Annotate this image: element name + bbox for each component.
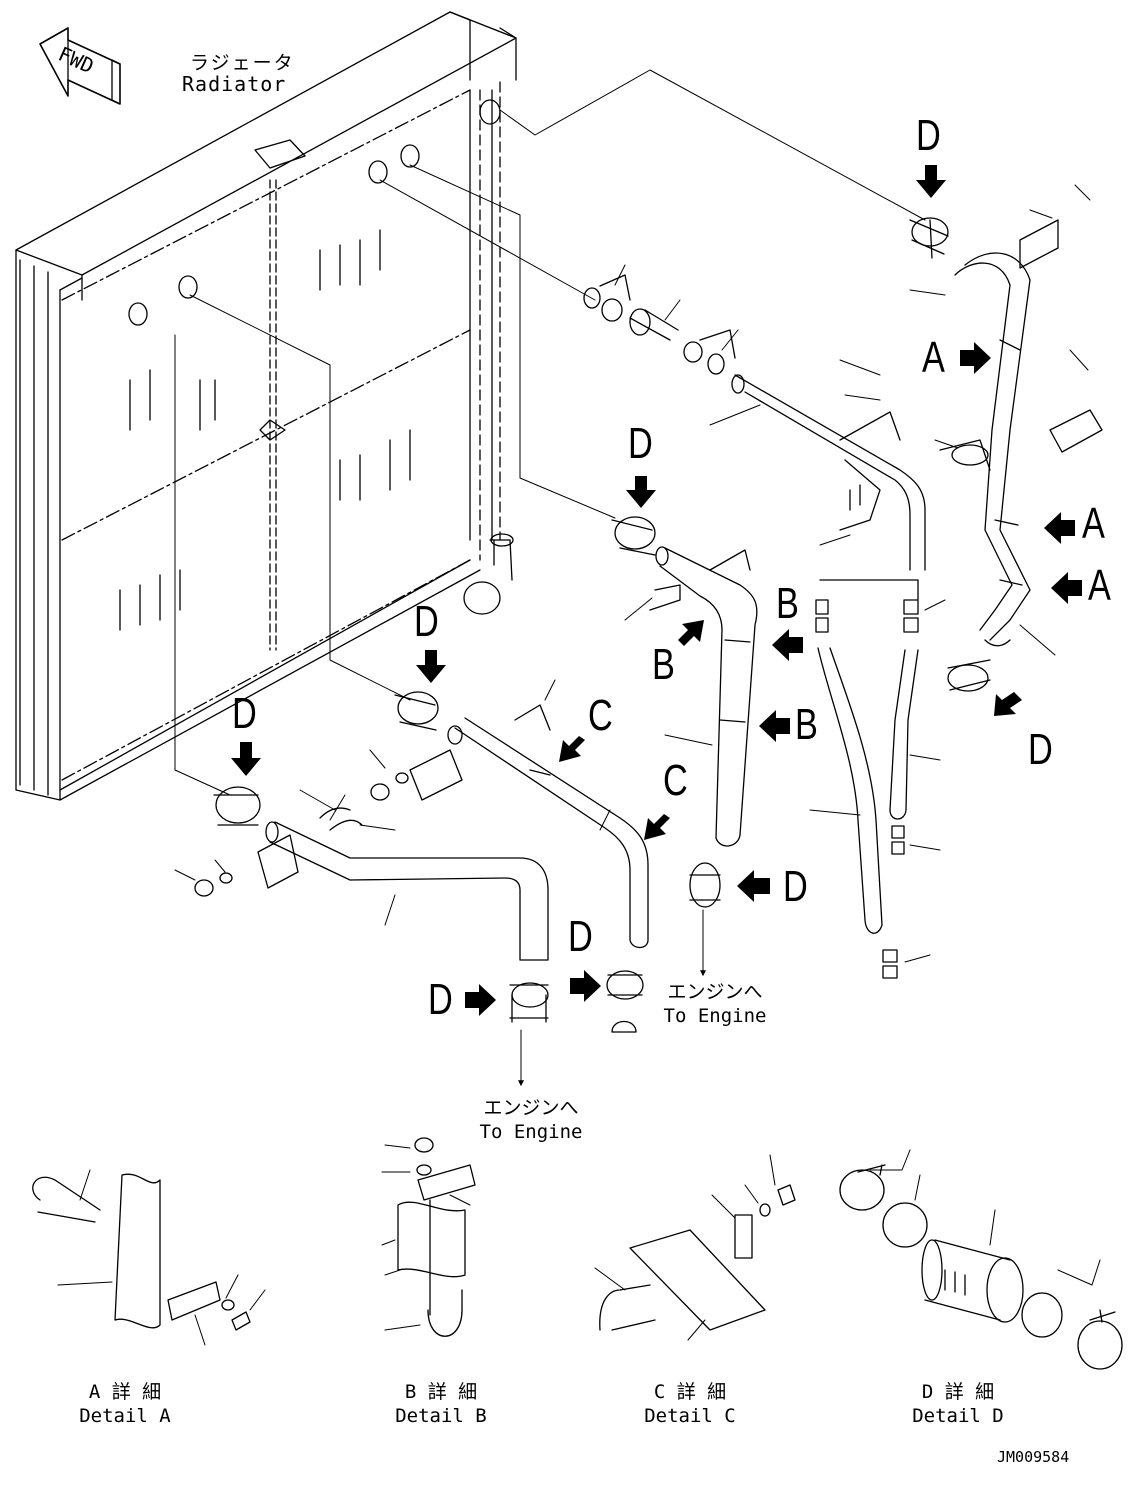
- view-letter-d: D: [568, 912, 593, 961]
- detail-d-caption-jp: D 詳 細: [921, 1381, 995, 1403]
- to-engine-lower-jp: エンジンへ: [483, 1097, 579, 1119]
- view-letter-b: B: [652, 640, 675, 689]
- upper-middle-pipe: [583, 274, 926, 571]
- detail-c-caption-jp: C 詳 細: [653, 1381, 727, 1403]
- detail-a-drawing: [32, 1169, 266, 1346]
- view-letter-c: C: [588, 691, 613, 740]
- view-letter-d: D: [1028, 725, 1053, 774]
- view-letter-d: D: [232, 689, 257, 738]
- upper-right-pipe: [909, 217, 1103, 692]
- detail-d-drawing: [839, 1149, 1123, 1370]
- part-leaders: [174, 184, 1091, 963]
- radiator-label-jp: ラジェータ: [190, 52, 295, 74]
- to-engine-upper-jp: エンジンへ: [667, 981, 763, 1003]
- detail-d-caption-en: Detail D: [912, 1405, 1004, 1427]
- view-letter-c: C: [663, 756, 688, 805]
- view-letter-d: D: [414, 597, 439, 646]
- detail-c-drawing: [594, 1154, 796, 1341]
- view-letter-a: A: [1088, 561, 1111, 610]
- view-letter-d: D: [916, 111, 941, 160]
- view-letter-b: B: [776, 579, 799, 628]
- to-engine-upper-en: To Engine: [663, 1005, 767, 1027]
- detail-c-caption-en: Detail C: [644, 1405, 736, 1427]
- lower-pipe-c: [370, 691, 649, 1033]
- radiator-core: [15, 11, 517, 801]
- view-letter-d: D: [628, 419, 653, 468]
- leader-lines: [174, 69, 926, 796]
- to-engine-arrows: [518, 909, 706, 1087]
- view-letter-d: D: [428, 975, 453, 1024]
- view-letter-b: B: [795, 700, 818, 749]
- fwd-arrow-icon: [39, 27, 121, 105]
- detail-a-caption-jp: A 詳 細: [88, 1381, 162, 1403]
- drawing-number: JM009584: [997, 1448, 1070, 1466]
- to-engine-lower-en: To Engine: [479, 1121, 583, 1143]
- view-letter-a: A: [1082, 499, 1105, 548]
- lower-left-pipe: [194, 786, 549, 1023]
- middle-pipe-b: [611, 516, 758, 908]
- detail-a-caption-en: Detail A: [79, 1405, 171, 1427]
- detail-b-drawing: [381, 1137, 476, 1337]
- detail-b-caption-en: Detail B: [395, 1405, 487, 1427]
- small-hoses: [815, 579, 919, 979]
- radiator-label-en: Radiator: [182, 72, 287, 96]
- view-letter-a: A: [922, 333, 945, 382]
- view-arrows: [231, 165, 1082, 1016]
- detail-b-caption-jp: B 詳 細: [404, 1381, 478, 1403]
- view-letter-d: D: [783, 862, 808, 911]
